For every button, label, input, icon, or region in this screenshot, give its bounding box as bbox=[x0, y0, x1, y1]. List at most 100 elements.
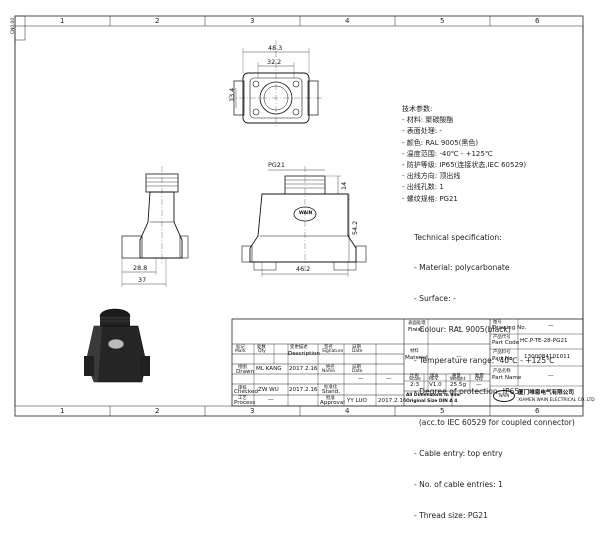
tb-rev-val: V1.0 bbox=[429, 382, 442, 388]
tb-drawn-cn: 绘图 bbox=[238, 365, 247, 370]
spec-en-title: Technical specification: bbox=[414, 232, 502, 242]
tb-checked-name: ZW WU bbox=[258, 387, 279, 393]
tb-part-name-en: Part Name bbox=[492, 375, 522, 381]
tb-part-name-cn: 产品名称 bbox=[493, 369, 511, 374]
tb-name-cn: 姓名 bbox=[326, 365, 335, 370]
tb-drawn-date: 2017.2.16 bbox=[289, 366, 318, 372]
tb-stand-en: Stand. bbox=[322, 389, 341, 395]
spec-cn-title: 技术参数: bbox=[402, 105, 433, 113]
dim-side-inner: 28.8 bbox=[133, 264, 148, 272]
tb-drawn-name: ML KANG bbox=[256, 366, 282, 372]
tb-process-cn: 工艺 bbox=[238, 396, 247, 401]
tb-scale-val: 2:3 bbox=[410, 382, 420, 388]
tb-checked-cn: 审核 bbox=[238, 386, 247, 391]
tb-process-name: — bbox=[268, 397, 274, 403]
spec-en-line: - Material: polycarbonate bbox=[414, 263, 510, 273]
zone-label: 6 bbox=[535, 17, 540, 25]
tb-part-code-val: HC.P-TE-28-PG21 bbox=[520, 338, 568, 344]
tb-finish-en: Finish bbox=[408, 327, 424, 333]
spec-cn-line: - 颜色: RAL 9005(黑色) bbox=[402, 138, 479, 147]
spec-cn-line: - 防护等级: IP65(连接状态,IEC 60529) bbox=[402, 161, 527, 170]
tb-part-code-en: Part Code bbox=[492, 340, 520, 346]
tb-sign-en: Signature bbox=[322, 349, 344, 354]
dim-body-height: 54.2 bbox=[351, 220, 359, 235]
tb-rev-cn: 版本 bbox=[430, 374, 439, 379]
dim-top-width: 48.3 bbox=[268, 44, 283, 52]
tb-mark-en: Mark bbox=[235, 349, 246, 354]
title-block-grid bbox=[231, 318, 584, 407]
tb-checked-en: Checked bbox=[234, 389, 258, 395]
spec-en-line: - Surface: - bbox=[414, 294, 456, 304]
zone-label: 1 bbox=[60, 17, 65, 25]
tb-qty-en: Qty. bbox=[475, 377, 484, 382]
tb-stand-cn: 标准化 bbox=[324, 385, 338, 390]
spec-en-line: - Thread size: PG21 bbox=[414, 510, 488, 520]
tb-drawn-en: Drawn bbox=[236, 369, 255, 375]
tb-finish-val: — bbox=[456, 325, 462, 331]
tb-drawing-no-val: — bbox=[548, 323, 554, 329]
spec-cn-line: - 出线孔数: 1 bbox=[402, 183, 444, 192]
dim-top-inner: 32.2 bbox=[267, 58, 282, 66]
tb-process-en: Process bbox=[234, 400, 256, 406]
zone-label: 4 bbox=[345, 17, 350, 25]
tb-date-en: Date bbox=[352, 349, 363, 354]
tb-scale-en: Scale bbox=[409, 377, 421, 382]
tb-material-en: Material bbox=[405, 355, 428, 361]
tb-date2-en: Date bbox=[352, 369, 363, 374]
spec-cn-block: 技术参数: - 材料: 聚碳酸酯 - 表面处理: - - 颜色: RAL 900… bbox=[402, 104, 526, 205]
dim-thread: PG21 bbox=[268, 161, 285, 169]
spec-cn-line: - 材料: 聚碳酸酯 bbox=[402, 116, 454, 125]
tb-part-code-cn: 产品代号 bbox=[493, 335, 511, 340]
zone-label: 2 bbox=[155, 17, 160, 25]
tb-change-cn: 变更描述 bbox=[290, 345, 308, 350]
dim-side-outer: 37 bbox=[138, 276, 147, 284]
tb-finish-cn: 表面处理 bbox=[408, 321, 426, 326]
tb-approval-cn: 批准 bbox=[326, 396, 335, 401]
tb-part-no-cn: 产品料号 bbox=[493, 350, 511, 355]
tb-part-no-val: 1300084101011 bbox=[524, 354, 571, 360]
tb-company-cn: 厦门唯恩电气有限公司 bbox=[518, 390, 574, 396]
tb-part-name-val: — bbox=[548, 373, 554, 379]
tb-change-en: Description bbox=[288, 351, 320, 357]
top-view bbox=[228, 40, 324, 128]
spec-cn-line: - 螺纹规格: PG21 bbox=[402, 194, 458, 203]
tb-orig-note: Original Size DIN A 4 bbox=[406, 399, 458, 404]
tb-count-cn: 处数 bbox=[257, 345, 266, 350]
spec-en-line: - Colour: RAL 9005(black) bbox=[414, 325, 511, 335]
tb-count-en: Qty bbox=[258, 349, 266, 354]
tb-qty-cn: 数量 bbox=[475, 374, 484, 379]
dim-thread-length: 14 bbox=[340, 181, 348, 190]
spec-en-line: - Cable entry: top entry bbox=[414, 448, 503, 458]
tb-approval-name: YY LUO bbox=[347, 398, 367, 404]
dim-top-height: 13.4 bbox=[228, 87, 236, 102]
spec-en-line: - No. of cable entries: 1 bbox=[414, 479, 503, 489]
tb-drawing-no-cn: 图号 bbox=[493, 320, 502, 325]
zone-label: 6 bbox=[535, 407, 540, 415]
zone-label: 4 bbox=[345, 407, 350, 415]
side-view bbox=[121, 166, 189, 287]
spec-cn-line: - 温度范围: -40℃ - +125℃ bbox=[402, 149, 493, 158]
tb-approval-en: Approval bbox=[320, 400, 345, 406]
drawing-sheet: 1 2 3 4 5 6 1 2 3 4 5 6 CN0.00 48.3 32.2… bbox=[11, 15, 595, 520]
iso-view bbox=[84, 308, 150, 383]
tb-sign-cn: 签名 bbox=[324, 345, 333, 350]
zone-label: 3 bbox=[250, 407, 255, 415]
spec-cn-line: - 表面处理: - bbox=[402, 127, 442, 136]
tb-approval-date: 2017.2.16 bbox=[378, 398, 407, 404]
tb-weight-en: Weight bbox=[450, 377, 466, 382]
tb-company-en: XIAMEN WAIN ELECTRICAL CO.,LTD bbox=[518, 398, 595, 403]
zone-label: 1 bbox=[60, 407, 65, 415]
company-logo-text: WAIN bbox=[498, 393, 510, 398]
tb-part-no-en: Part No. bbox=[492, 356, 515, 362]
tb-name-en: Name bbox=[322, 369, 335, 374]
tb-mark-cn: 标记 bbox=[236, 345, 245, 350]
tb-dash-a: — bbox=[358, 376, 364, 382]
zone-label: 5 bbox=[440, 407, 445, 415]
tb-dash-b: — bbox=[386, 376, 392, 382]
front-logo: WAIN bbox=[299, 211, 313, 216]
tb-date-cn: 日期 bbox=[352, 345, 361, 350]
tb-material-val: — bbox=[456, 354, 462, 360]
dim-base-width: 46.2 bbox=[296, 265, 311, 273]
tb-qty-val: — bbox=[476, 382, 482, 388]
spec-en-line: (acc.to IEC 60529 for coupled connector) bbox=[414, 417, 575, 427]
